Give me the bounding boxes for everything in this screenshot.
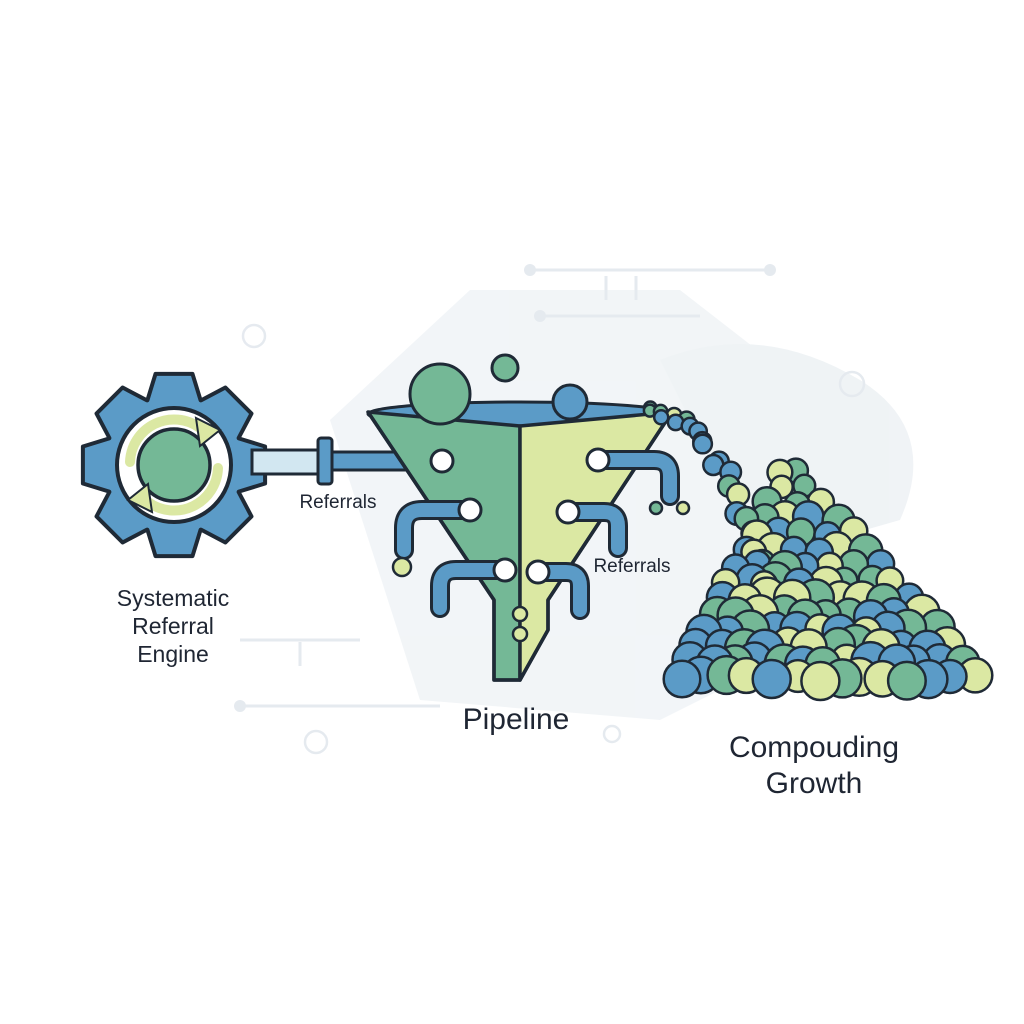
growth-ball [800, 660, 841, 702]
growth-ball [751, 658, 792, 700]
engine-label: Systematic Referral Engine [70, 584, 276, 668]
engine-label-line-1: Systematic [116, 585, 230, 611]
growth-ball [886, 660, 927, 701]
outlet-pipes [394, 450, 680, 620]
gear-icon [80, 371, 268, 559]
pipe-openings [429, 447, 611, 585]
engine-label-line-3: Engine [137, 641, 209, 667]
growth-label-line-2: Growth [765, 767, 863, 800]
engine-label-line-2: Referral [132, 613, 214, 639]
growth-label-line-1: Compouding [728, 731, 900, 764]
cycle-arrows-icon [125, 414, 223, 516]
stray-balls [391, 500, 691, 578]
ball-pile-icon [642, 400, 994, 702]
pipeline-label: Pipeline [462, 703, 570, 736]
funnel-icon [366, 353, 674, 682]
growth-ball [692, 433, 714, 455]
growth-label: Compouding Growth [694, 730, 934, 802]
referrals-label-left: Referrals [299, 492, 377, 513]
referrals-label-right: Referrals [593, 556, 671, 577]
growth-ball [662, 659, 702, 699]
growth-ball [652, 409, 670, 426]
gear-core [136, 427, 212, 503]
